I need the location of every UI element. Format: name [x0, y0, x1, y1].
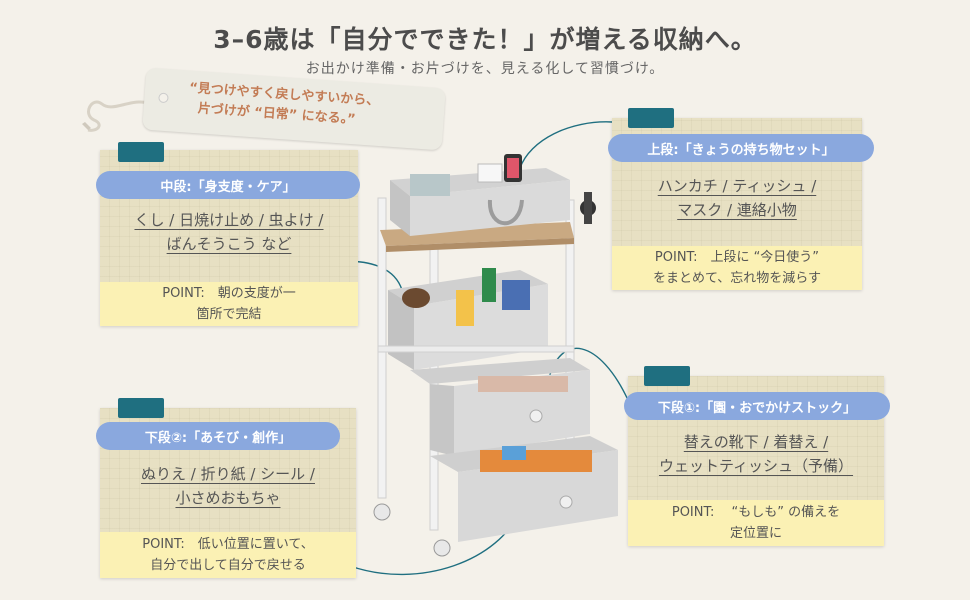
point-top-shelf: POINT: 上段に “今日使う” をまとめて、忘れ物を減らす: [612, 246, 862, 290]
page-title: 3–6歳は「自分でできた！」が増える収納へ。: [213, 25, 757, 54]
items-line-1: 替えの靴下 / 着替え /: [683, 433, 829, 451]
label-lower-shelf-2: 下段②:「あそび・創作」: [96, 422, 340, 450]
note-clip: [118, 398, 164, 418]
items-line-1: くし / 日焼け止め / 虫よけ /: [134, 211, 324, 229]
items-line-1: ハンカチ / ティッシュ /: [657, 177, 817, 195]
point-lower-shelf-1: POINT: “もしも” の備えを 定位置に: [628, 500, 884, 546]
tag-string: [82, 100, 157, 132]
point-line-1: POINT: 朝の支度が一: [162, 286, 296, 301]
items-line-2: ばんそうこう など: [166, 235, 292, 253]
label-lower-shelf-1: 下段①:「園・おでかけストック」: [624, 392, 890, 420]
point-line-1: POINT: 低い位置に置いて、: [142, 537, 314, 552]
items-lower-shelf-1: 替えの靴下 / 着替え / ウェットティッシュ（予備）: [628, 430, 884, 478]
point-middle-shelf: POINT: 朝の支度が一 箇所で完結: [100, 282, 358, 326]
label-top-shelf: 上段:「きょうの持ち物セット」: [608, 134, 874, 162]
point-line-1: POINT: 上段に “今日使う”: [654, 250, 820, 265]
point-lower-shelf-2: POINT: 低い位置に置いて、 自分で出して自分で戻せる: [100, 532, 356, 578]
page-subtitle: お出かけ準備・お片づけを、見える化して習慣づけ。: [305, 61, 665, 77]
note-clip: [628, 108, 674, 128]
point-line-1: POINT: “もしも” の備えを: [671, 505, 841, 520]
note-clip: [118, 142, 164, 162]
items-lower-shelf-2: ぬりえ / 折り紙 / シール / 小さめおもちゃ: [100, 462, 356, 510]
point-line-2: 自分で出して自分で戻せる: [150, 558, 306, 573]
items-line-2: マスク / 連絡小物: [677, 201, 797, 219]
point-line-2: をまとめて、忘れ物を減らす: [652, 271, 822, 286]
items-middle-shelf: くし / 日焼け止め / 虫よけ / ばんそうこう など: [100, 208, 358, 256]
items-top-shelf: ハンカチ / ティッシュ / マスク / 連絡小物: [612, 174, 862, 222]
items-line-2: ウェットティッシュ（予備）: [658, 457, 854, 475]
items-line-2: 小さめおもちゃ: [175, 489, 281, 507]
storage-cart-illustration: [373, 154, 618, 557]
point-line-2: 箇所で完結: [196, 307, 262, 322]
label-middle-shelf: 中段:「身支度・ケア」: [96, 171, 360, 199]
note-clip: [644, 366, 690, 386]
items-line-1: ぬりえ / 折り紙 / シール /: [140, 465, 315, 483]
point-line-2: 定位置に: [729, 526, 782, 541]
